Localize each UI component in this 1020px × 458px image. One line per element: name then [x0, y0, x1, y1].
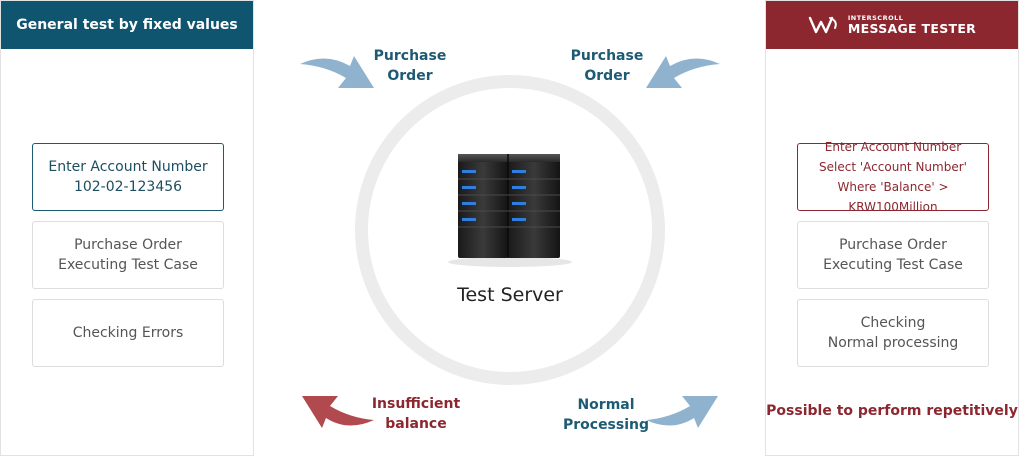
step-enter-account: Enter Account Number 102-02-123456: [32, 143, 224, 211]
arrow-normal-processing-icon: [646, 396, 718, 428]
message-tester-header: INTERSCROLL MESSAGE TESTER: [766, 1, 1018, 49]
interscroll-logo: INTERSCROLL MESSAGE TESTER: [808, 15, 976, 35]
flow-label-purchase-order-left: Purchase Order: [360, 46, 460, 86]
arrow-insufficient-balance-icon: [302, 396, 374, 428]
step-select-account: Enter Account Number Select 'Account Num…: [797, 140, 989, 214]
step-purchase-order-auto: Purchase Order Executing Test Case: [797, 221, 989, 289]
step-purchase-order-auto-line1: Purchase Order: [839, 237, 947, 253]
fixed-values-panel: General test by fixed values Enter Accou…: [0, 0, 254, 456]
step-checking-errors: Checking Errors: [32, 299, 224, 367]
flow-label-normal-processing-line2: Processing: [562, 417, 650, 433]
flow-label-purchase-order-right-line1: Purchase: [570, 48, 644, 64]
flow-label-purchase-order-right: Purchase Order: [557, 46, 657, 86]
step-checking-errors-line1: Checking Errors: [72, 325, 184, 341]
step-purchase-order-line2: Executing Test Case: [58, 257, 198, 273]
fixed-values-title: General test by fixed values: [16, 17, 238, 33]
flow-label-normal-processing: Normal Processing: [546, 395, 666, 435]
flow-label-insufficient-balance-line1: Insufficient: [371, 396, 461, 412]
arrow-purchase-order-left-icon: [300, 56, 374, 88]
step-purchase-order-auto-line2: Executing Test Case: [823, 257, 963, 273]
step-enter-account-line1: Enter Account Number: [48, 159, 208, 175]
step-select-account-line1: Enter Account Number: [824, 140, 962, 154]
fixed-values-header: General test by fixed values: [1, 1, 253, 49]
step-checking-normal-line2: Normal processing: [827, 335, 959, 351]
step-checking-normal: Checking Normal processing: [797, 299, 989, 367]
flow-label-insufficient-balance: Insufficient balance: [356, 394, 476, 434]
server-rack-icon: [448, 154, 572, 267]
step-enter-account-line2: 102-02-123456: [73, 179, 183, 195]
logo-small-text: INTERSCROLL: [847, 14, 904, 22]
flow-label-normal-processing-line1: Normal: [577, 397, 635, 413]
interscroll-logo-icon: [808, 16, 837, 34]
message-tester-panel: INTERSCROLL MESSAGE TESTER Enter Account…: [765, 0, 1019, 456]
flow-label-purchase-order-right-line2: Order: [584, 68, 630, 84]
logo-big-text: MESSAGE TESTER: [847, 20, 977, 36]
step-checking-normal-line1: Checking: [860, 315, 926, 331]
step-purchase-order-line1: Purchase Order: [74, 237, 182, 253]
step-purchase-order: Purchase Order Executing Test Case: [32, 221, 224, 289]
repetitive-note: Possible to perform repetitively: [766, 403, 1018, 419]
step-select-account-line2: Select 'Account Number': [819, 160, 967, 174]
flow-label-insufficient-balance-line2: balance: [385, 416, 447, 432]
flow-label-purchase-order-left-line1: Purchase: [373, 48, 447, 64]
flow-label-purchase-order-left-line2: Order: [387, 68, 433, 84]
arrow-purchase-order-right-icon: [646, 56, 720, 88]
test-server-label: Test Server: [457, 284, 563, 306]
step-select-account-line3: Where 'Balance' > KRW100Million: [837, 180, 949, 214]
